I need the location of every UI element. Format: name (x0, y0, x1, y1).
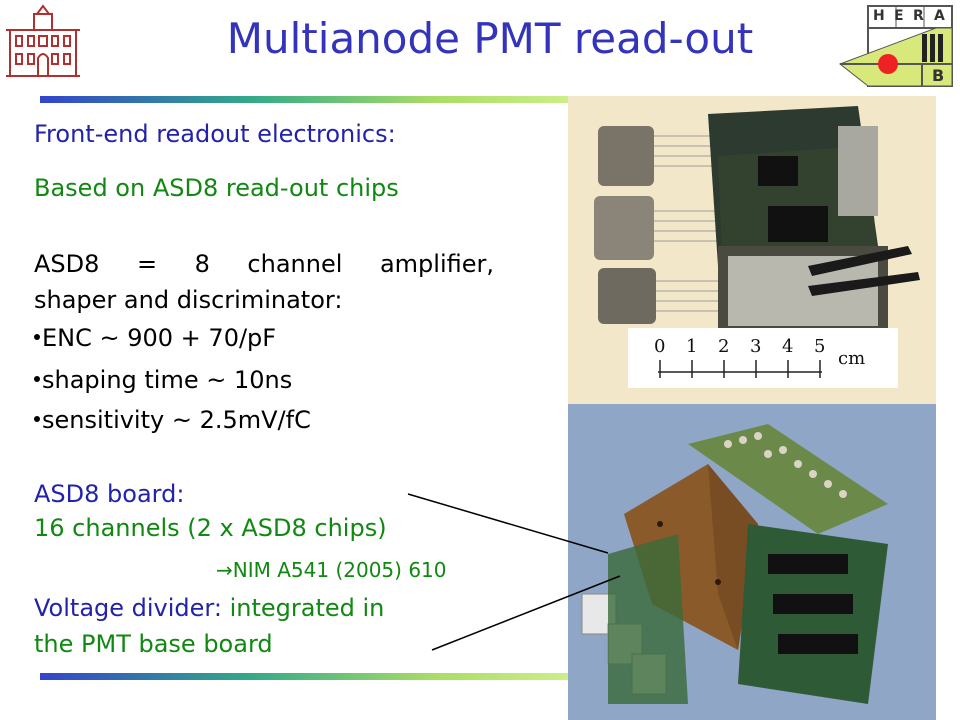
asd8-description-line2: shaper and discriminator: (34, 286, 343, 314)
hera-letter-b: B (932, 66, 945, 85)
bullet-item-sensitivity: sensitivity ~ 2.5mV/fC (34, 402, 311, 438)
asd8-description-line1: ASD8 = 8 channel amplifier, (34, 250, 494, 278)
bullet-text: ENC ~ 900 + 70/pF (42, 324, 277, 352)
ruler-number: 3 (750, 336, 762, 357)
hera-letter-e: E (894, 8, 904, 24)
divider-text: integrated in (221, 594, 385, 622)
based-on-text: Based on ASD8 read-out chips (34, 174, 399, 202)
bullet-text: shaping time ~ 10ns (42, 366, 293, 394)
hera-letter-h: H (873, 8, 885, 24)
university-building-logo (4, 2, 82, 82)
ruler-number: 5 (814, 336, 826, 357)
bullet-item-enc: ENC ~ 900 + 70/pF (34, 320, 276, 356)
bullet-text: sensitivity ~ 2.5mV/fC (42, 406, 311, 434)
bullet-dot (34, 334, 40, 340)
bullet-dot (34, 376, 40, 382)
bullet-item-shaping: shaping time ~ 10ns (34, 362, 292, 398)
hera-b-logo: H E R A B (838, 4, 954, 88)
divider-line1: Voltage divider: integrated in (34, 590, 384, 626)
readout-electronics-photo: 0 1 2 3 4 5 cm (568, 96, 936, 404)
slide-title: Multianode PMT read-out (226, 14, 754, 63)
bullet-dot (34, 416, 40, 422)
arrow-right-icon: → (216, 558, 233, 582)
hera-letter-r: R (913, 8, 924, 24)
ruler-number: 4 (782, 336, 794, 357)
board-heading: ASD8 board: (34, 480, 185, 508)
top-divider-bar (40, 96, 568, 103)
board-channels: 16 channels (2 x ASD8 chips) (34, 514, 387, 542)
reference-line: →NIM A541 (2005) 610 (216, 556, 447, 584)
reference-text: NIM A541 (2005) 610 (232, 558, 447, 582)
section-heading: Front-end readout electronics: (34, 120, 396, 148)
ruler-number: 0 (654, 336, 666, 357)
hera-letter-a: A (934, 8, 945, 24)
asd8-board-photo (568, 404, 936, 720)
divider-label: Voltage divider: (34, 594, 222, 622)
bottom-divider-bar (40, 673, 568, 680)
divider-line2: the PMT base board (34, 630, 273, 658)
ruler-number: 1 (686, 336, 698, 357)
ruler-unit: cm (838, 348, 866, 369)
ruler-number: 2 (718, 336, 730, 357)
